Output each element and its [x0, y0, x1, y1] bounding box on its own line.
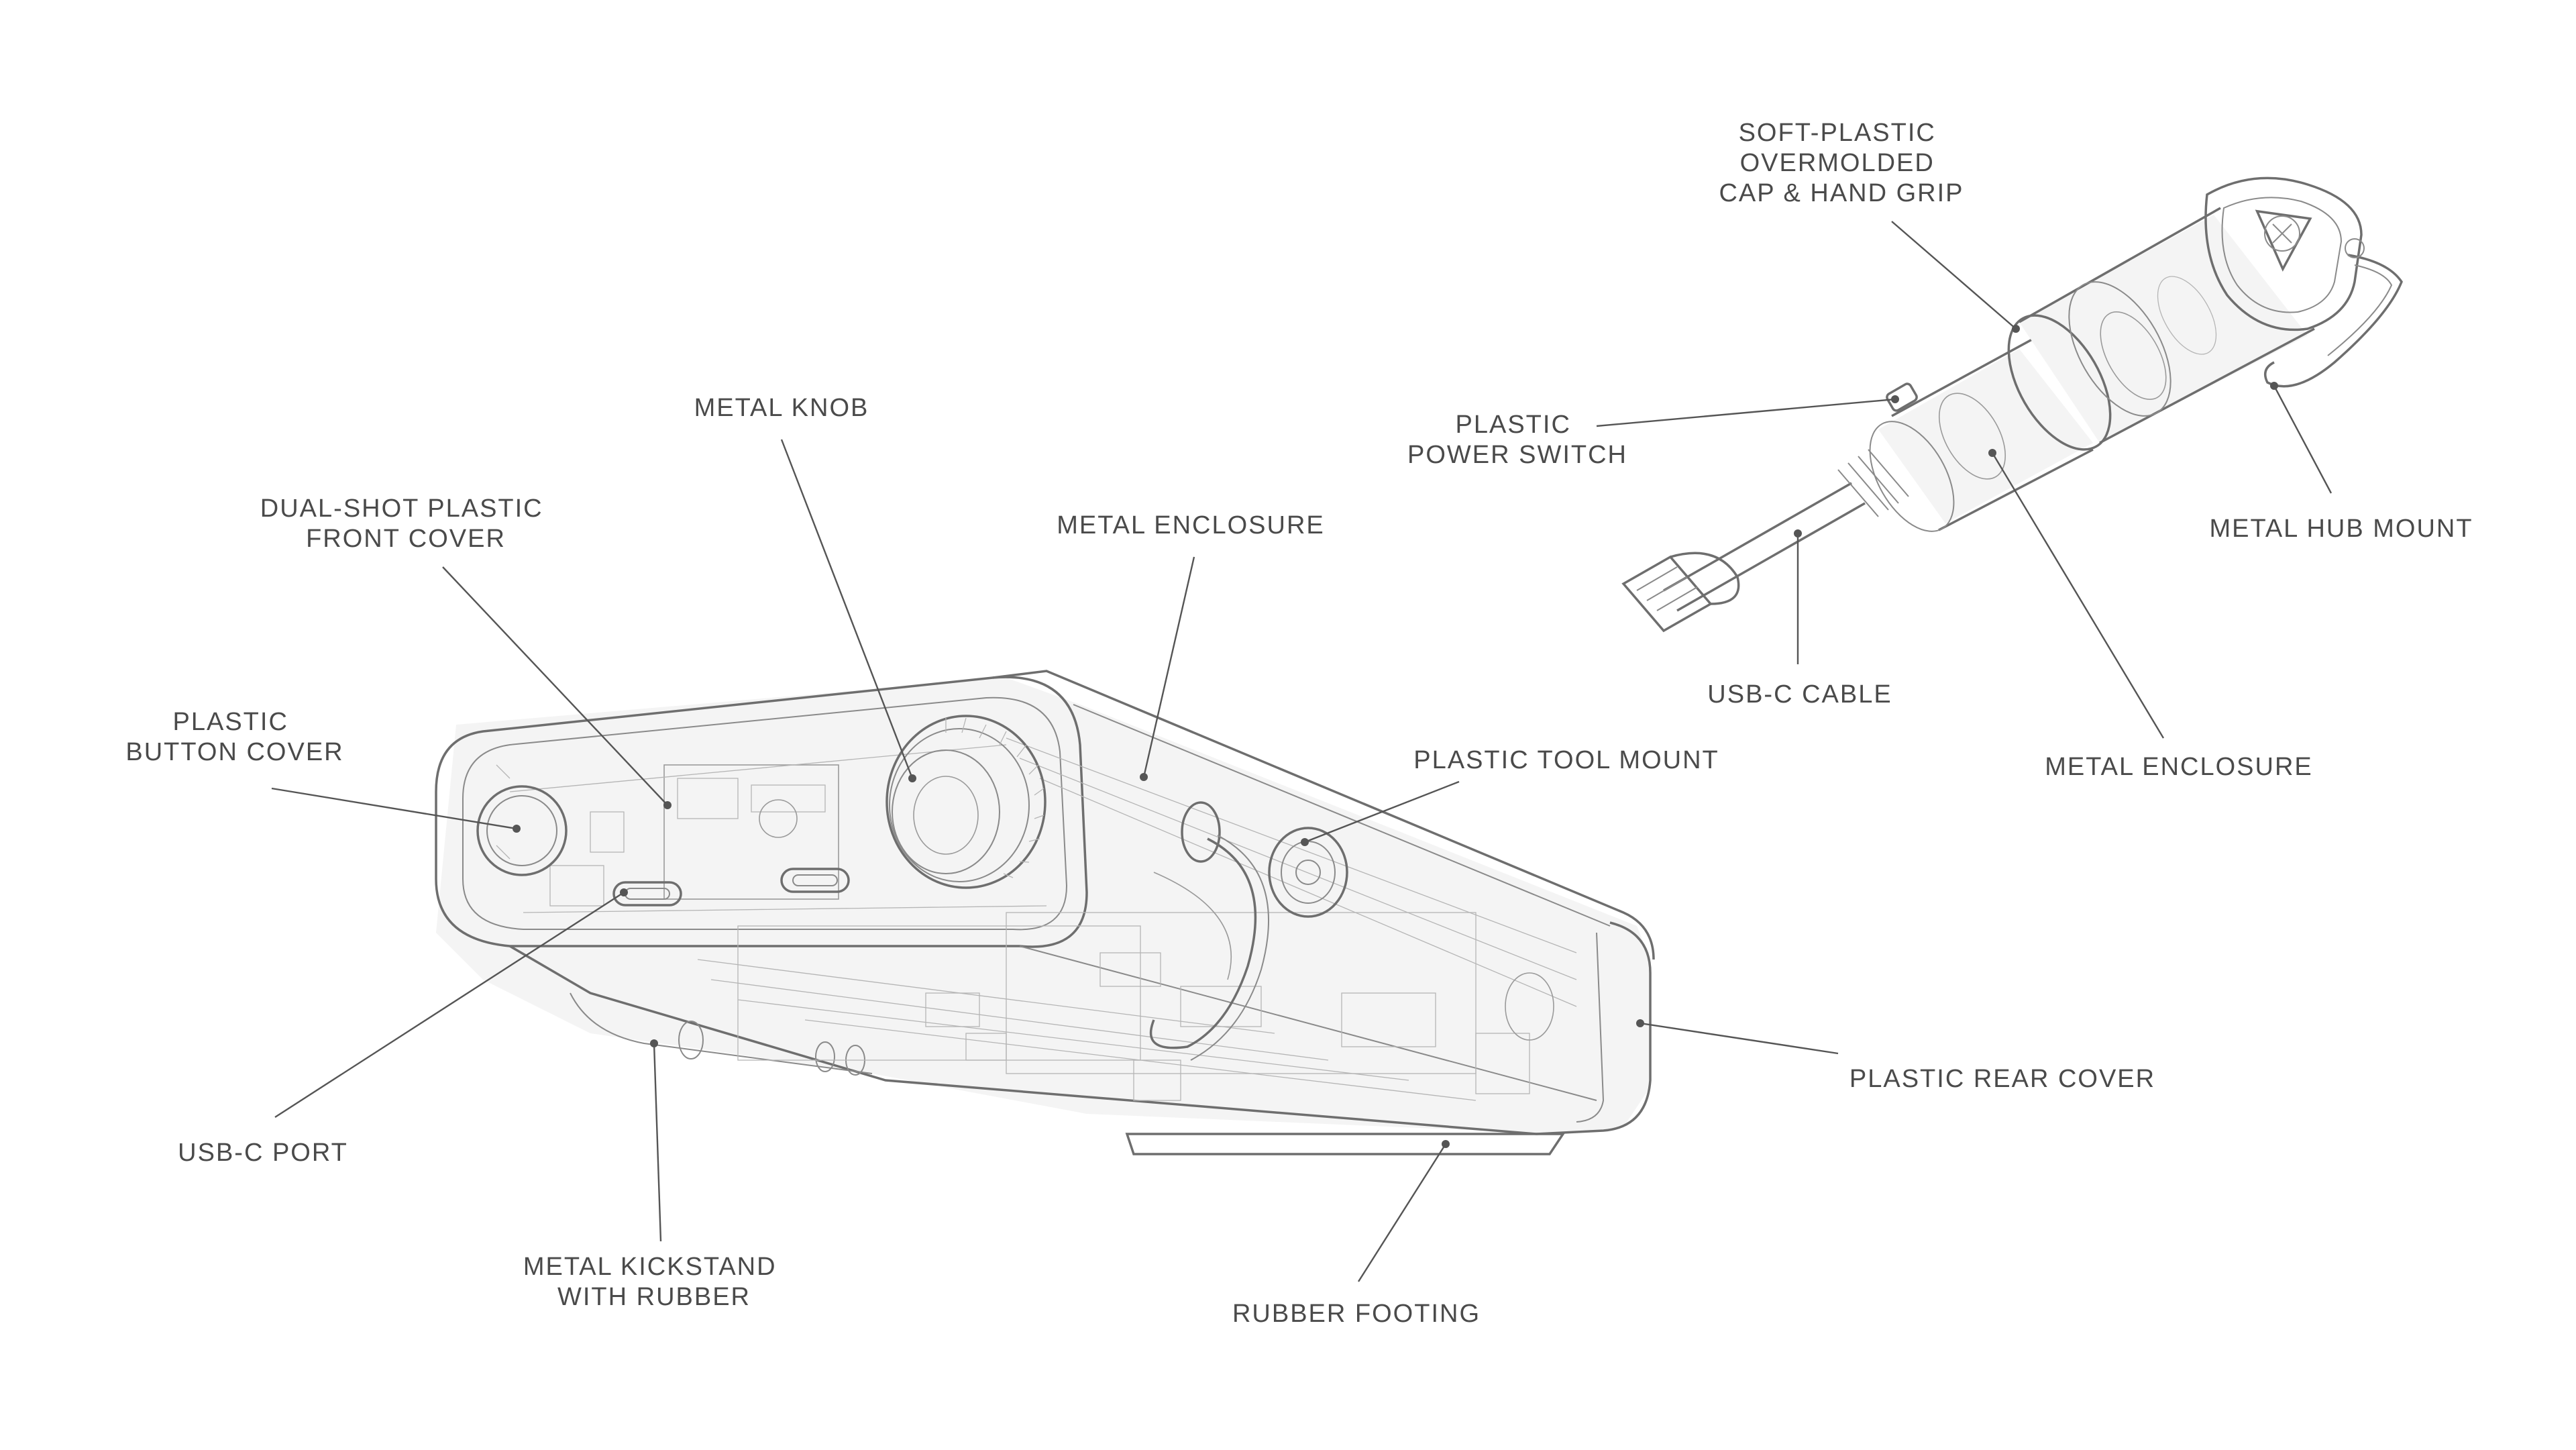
overmolded-cap: [2204, 176, 2363, 331]
side-bottom-edge: [1019, 945, 1597, 1101]
label-plastic-tool-mount: PLASTIC TOOL MOUNT: [1413, 746, 1719, 774]
metal-hub-mount: [2263, 254, 2403, 388]
rubber-footing-shape: [1125, 1133, 1566, 1155]
front-cover-bezel: [462, 696, 1068, 931]
label-overmolded-grip: SOFT-PLASTIC OVERMOLDED CAP & HAND GRIP: [1719, 119, 1964, 207]
label-button-cover: PLASTIC BUTTON COVER: [125, 708, 343, 766]
rear-cover-outline: [1536, 921, 1652, 1135]
usbc-cable-top: [1663, 482, 1852, 592]
metal-knob: [885, 715, 1046, 889]
label-metal-hub-mount: METAL HUB MOUNT: [2209, 515, 2473, 543]
top-face-inner-edge: [1073, 704, 1611, 927]
hand-grip-outline: [2019, 207, 2315, 444]
front-cover-outline: [435, 676, 1088, 948]
plastic-tool-mount: [1268, 827, 1348, 918]
tool-mount-slot: [1181, 801, 1221, 863]
label-usbc-port: USB-C PORT: [178, 1139, 348, 1167]
kickstand-outline: [570, 992, 873, 1074]
hub-device-illustration: [435, 670, 1655, 1155]
tool-lanyard: [1149, 837, 1257, 1049]
top-face-edge: [992, 670, 1655, 960]
usbc-port-right: [780, 868, 850, 893]
label-rubber-footing: RUBBER FOOTING: [1232, 1300, 1481, 1328]
usbc-plug: [1621, 552, 1740, 633]
kickstand-hinge-left: [678, 1021, 704, 1059]
label-plastic-rear-cover: PLASTIC REAR COVER: [1849, 1065, 2155, 1093]
usbc-cable-bottom: [1676, 502, 1866, 612]
usbc-port-left: [612, 881, 682, 907]
plastic-button-inner: [486, 795, 557, 866]
callout-labels: METAL KNOB DUAL-SHOT PLASTIC FRONT COVER…: [125, 119, 2473, 1328]
rear-cover-seam: [1576, 932, 1605, 1123]
label-metal-enclosure-main: METAL ENCLOSURE: [1057, 511, 1325, 539]
label-usbc-cable: USB-C CABLE: [1707, 680, 1892, 709]
leader-lines: [271, 221, 2332, 1282]
label-metal-kickstand: METAL KICKSTAND WITH RUBBER: [523, 1253, 785, 1311]
internal-components-xray: [496, 737, 1577, 1101]
label-power-switch: PLASTIC POWER SWITCH: [1407, 411, 1627, 469]
label-metal-knob: METAL KNOB: [694, 394, 869, 422]
tool-illustration: [1621, 176, 2403, 633]
plastic-power-switch: [1886, 382, 1918, 412]
label-metal-enclosure-tool: METAL ENCLOSURE: [2045, 753, 2313, 781]
tool-enclosure-tube: [1891, 334, 2094, 531]
kickstand-hinge-mid: [815, 1041, 835, 1072]
label-front-cover: DUAL-SHOT PLASTIC FRONT COVER: [260, 495, 551, 553]
plastic-button-outer: [476, 785, 568, 876]
